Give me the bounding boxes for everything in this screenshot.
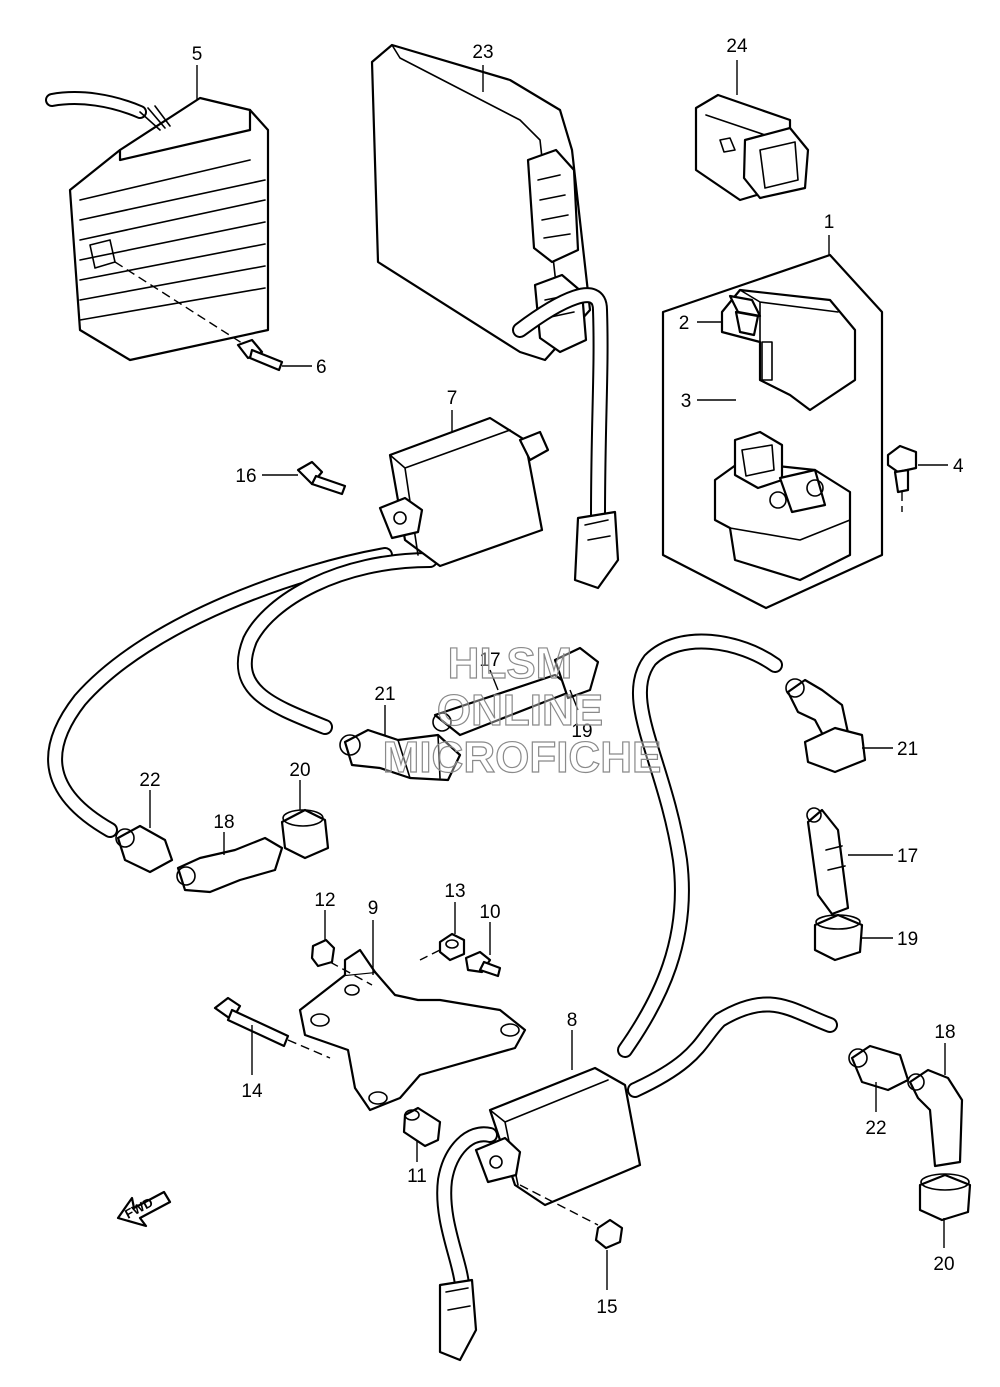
regulator-rectifier[interactable] [45,91,270,362]
screw-10[interactable] [464,950,502,978]
callout-12: 12 [314,890,336,940]
callout-22-right: 22 [865,1082,887,1139]
collar-12[interactable] [310,938,373,986]
plug-cap-18-right[interactable] [907,1068,964,1168]
svg-text:10: 10 [479,902,500,923]
callout-3: 3 [681,391,736,412]
callout-5: 5 [192,44,203,100]
callout-16: 16 [235,466,298,487]
svg-text:3: 3 [681,391,692,412]
callout-22-left: 22 [139,770,161,828]
bolt-6[interactable] [114,261,284,372]
callout-14: 14 [241,1025,263,1102]
callout-18-left: 18 [213,812,235,855]
callout-4: 4 [918,456,964,477]
grommet-13[interactable] [419,932,466,962]
ignitor-ecu[interactable] [370,43,592,362]
callout-6: 6 [282,357,327,378]
plug-cap-21-right[interactable] [785,678,867,774]
callout-18-right: 18 [934,1022,956,1075]
svg-text:19: 19 [897,929,918,950]
callout-24: 24 [726,36,748,95]
svg-text:12: 12 [314,890,335,911]
svg-text:ONLINE: ONLINE [437,686,603,735]
svg-text:4: 4 [953,456,964,477]
callout-13: 13 [444,881,466,934]
svg-text:13: 13 [444,881,465,902]
svg-text:20: 20 [289,760,310,781]
fuse-3[interactable] [728,294,762,337]
svg-text:24: 24 [726,36,748,57]
svg-text:14: 14 [241,1081,263,1102]
svg-text:MICROFICHE: MICROFICHE [383,733,662,782]
svg-text:18: 18 [213,812,234,833]
svg-text:19: 19 [571,721,592,742]
svg-text:18: 18 [934,1022,955,1043]
nut-15[interactable] [519,1184,624,1250]
svg-text:5: 5 [192,44,203,65]
starter-relay-assembly[interactable] [661,253,884,610]
svg-text:23: 23 [472,42,493,63]
callout-19-right: 19 [862,929,918,950]
plug-cap-18-left[interactable] [176,836,284,894]
svg-text:21: 21 [897,739,918,760]
svg-text:11: 11 [407,1166,427,1187]
plug-cap-19-right[interactable] [813,913,864,962]
fwd-arrow-icon: FWD [116,1190,172,1228]
svg-text:6: 6 [316,357,327,378]
callout-20-right: 20 [933,1218,955,1275]
svg-text:21: 21 [374,684,395,705]
callout-23: 23 [472,42,494,92]
plug-cap-20-right[interactable] [918,1173,972,1222]
svg-text:17: 17 [479,650,500,671]
callout-7: 7 [447,388,458,432]
svg-text:22: 22 [139,770,160,791]
callout-11: 11 [407,1140,427,1187]
callout-21-right: 21 [862,739,918,760]
svg-text:7: 7 [447,388,458,409]
watermark: HLSM ONLINE MICROFICHE [382,638,662,782]
svg-text:2: 2 [679,313,690,334]
callout-10: 10 [479,902,501,955]
svg-text:15: 15 [596,1297,617,1318]
callout-19-upper: 19 [569,689,593,742]
callout-21-left: 21 [374,684,396,735]
callout-17-right: 17 [848,846,918,867]
bolt-16[interactable] [296,460,347,496]
plug-cap-22-left[interactable] [115,824,174,874]
callout-15: 15 [596,1250,618,1318]
callout-8: 8 [567,1010,578,1070]
callout-9: 9 [368,898,379,975]
svg-text:9: 9 [368,898,379,919]
svg-text:HLSM: HLSM [448,639,573,688]
plug-cap-22-right[interactable] [848,1044,910,1092]
ignition-coil-8[interactable] [436,633,838,1362]
callout-2: 2 [679,313,722,334]
plug-cap-20-left[interactable] [280,808,330,860]
callout-17-upper: 17 [479,650,501,691]
svg-text:17: 17 [897,846,918,867]
starter-relay-body[interactable] [713,430,852,582]
plug-cap-17-upper[interactable] [432,646,600,737]
bracket-9[interactable] [298,948,527,1112]
plug-cap-21-left[interactable] [339,728,462,782]
svg-text:16: 16 [235,466,256,487]
svg-text:8: 8 [567,1010,578,1031]
svg-text:1: 1 [824,212,835,233]
ignition-coil-7[interactable] [47,287,620,838]
screw-4[interactable] [886,444,918,512]
svg-text:20: 20 [933,1254,954,1275]
callout-1: 1 [824,212,835,255]
svg-text:22: 22 [865,1118,886,1139]
collar-11[interactable] [402,1106,442,1148]
relay-24[interactable] [694,93,810,202]
plug-cap-17-right[interactable] [806,807,850,916]
callout-20-left: 20 [289,760,311,810]
bolt-14[interactable] [213,996,331,1059]
